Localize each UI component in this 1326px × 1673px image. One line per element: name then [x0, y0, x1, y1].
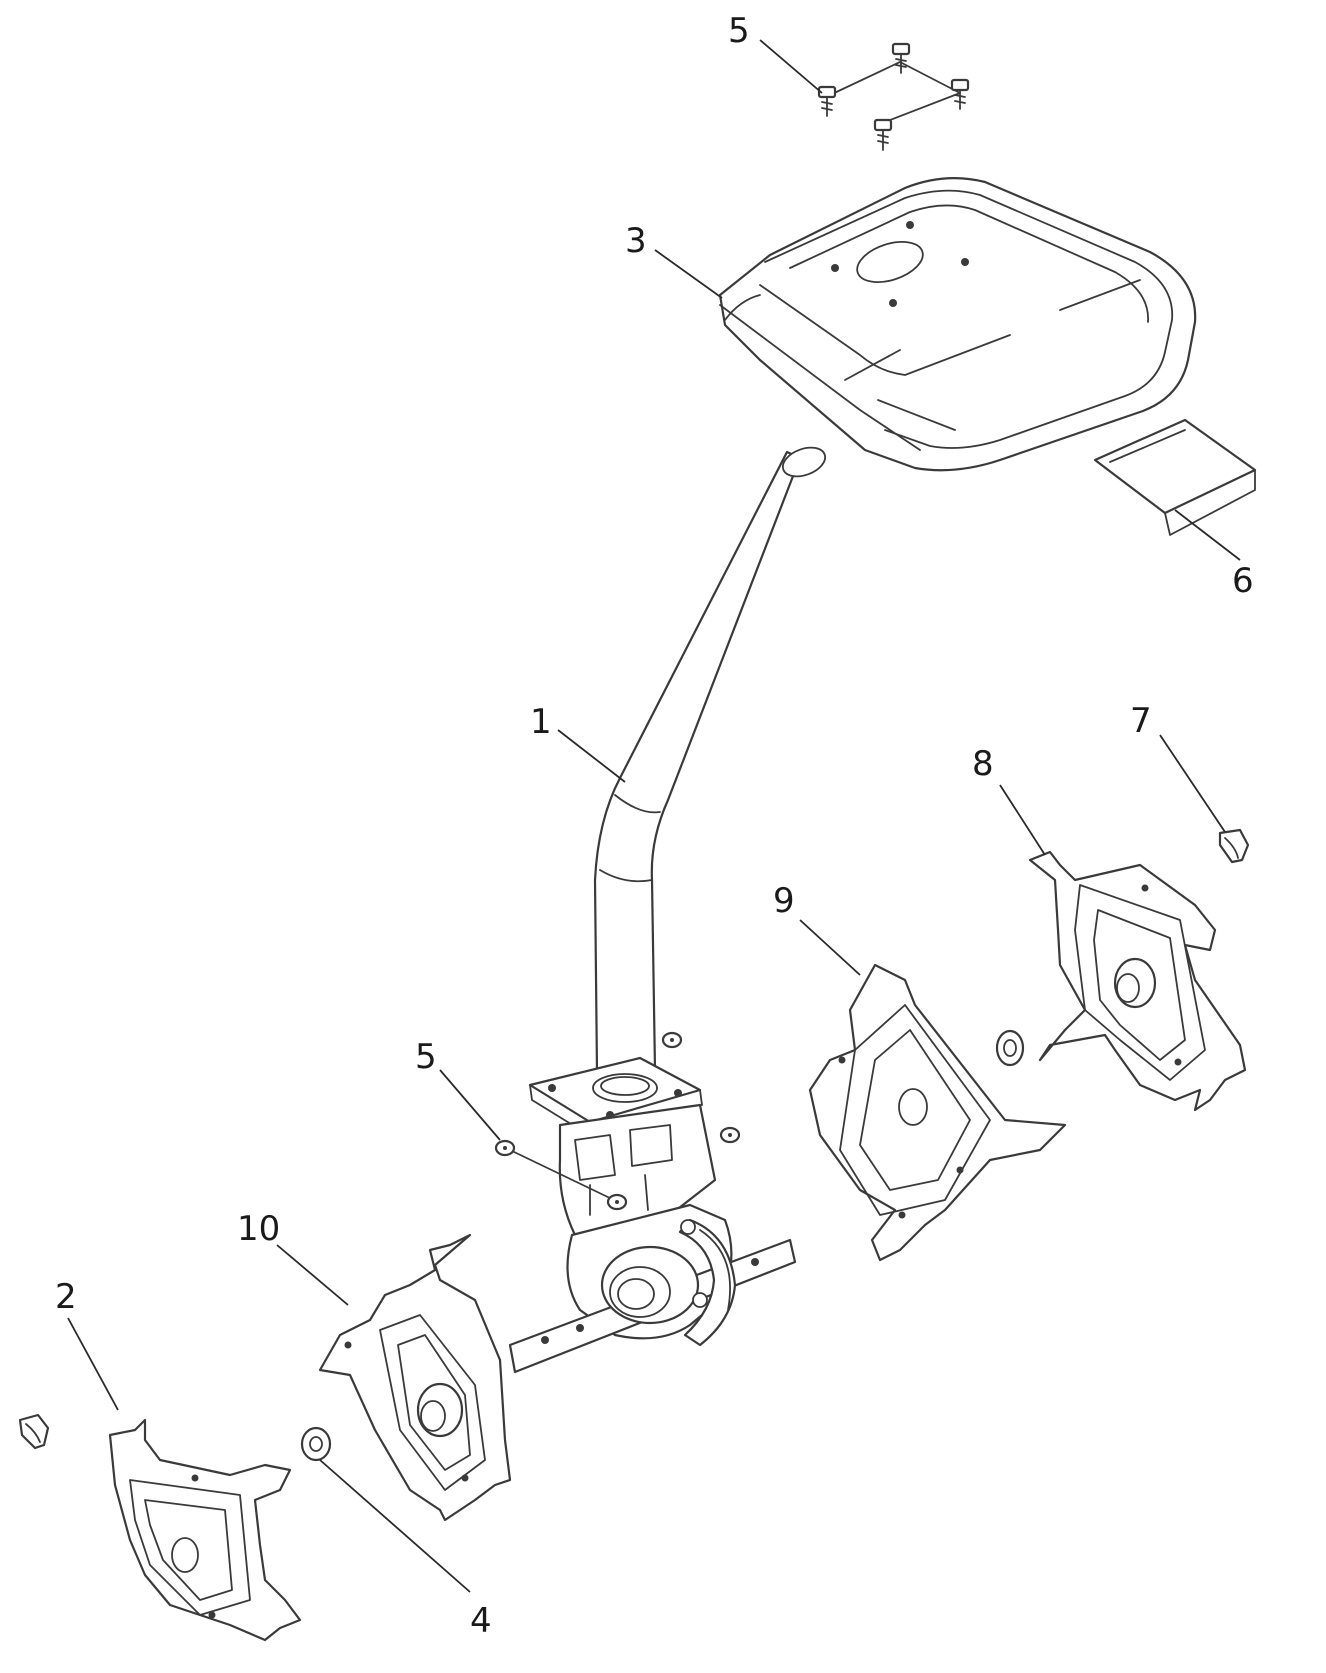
callout-1: 1 — [530, 702, 552, 742]
screw-set-top — [817, 42, 970, 151]
clip-pin-right — [1218, 828, 1250, 864]
callout-10: 10 — [237, 1209, 280, 1249]
screw — [817, 85, 837, 117]
callout-labels: 5 3 6 1 7 8 9 5 10 2 4 — [55, 11, 1254, 1641]
nut — [494, 1139, 516, 1157]
callout-8: 8 — [972, 744, 994, 784]
rear-flap — [1093, 418, 1257, 536]
washer-left — [300, 1426, 332, 1462]
screw — [950, 78, 970, 110]
callout-5-gearbox: 5 — [415, 1037, 437, 1077]
screw-set-gearbox — [494, 1031, 741, 1211]
callout-6: 6 — [1232, 561, 1254, 601]
washer-right — [995, 1029, 1025, 1067]
nut — [606, 1193, 628, 1211]
tine-inner-left — [318, 1233, 512, 1522]
callout-7: 7 — [1130, 701, 1152, 741]
tine-outer-right — [1028, 850, 1247, 1112]
nut — [719, 1126, 741, 1144]
screw — [873, 118, 893, 151]
tine-inner-right — [808, 963, 1067, 1262]
callout-5-top: 5 — [728, 11, 750, 51]
clip-pin-left — [18, 1413, 50, 1450]
nut — [661, 1031, 683, 1049]
callout-2: 2 — [55, 1277, 77, 1317]
handle-tube-end — [781, 446, 827, 478]
callout-3: 3 — [625, 221, 647, 261]
leader-lines — [67, 39, 1241, 1593]
shield-center-opening — [856, 241, 924, 283]
callout-9: 9 — [773, 881, 795, 921]
tine-outer-left — [108, 1418, 302, 1642]
handle-tube — [593, 446, 827, 1074]
callout-4: 4 — [470, 1601, 492, 1641]
gearbox-assembly — [508, 1056, 797, 1374]
screw — [891, 42, 911, 74]
tine-shield — [718, 177, 1197, 472]
